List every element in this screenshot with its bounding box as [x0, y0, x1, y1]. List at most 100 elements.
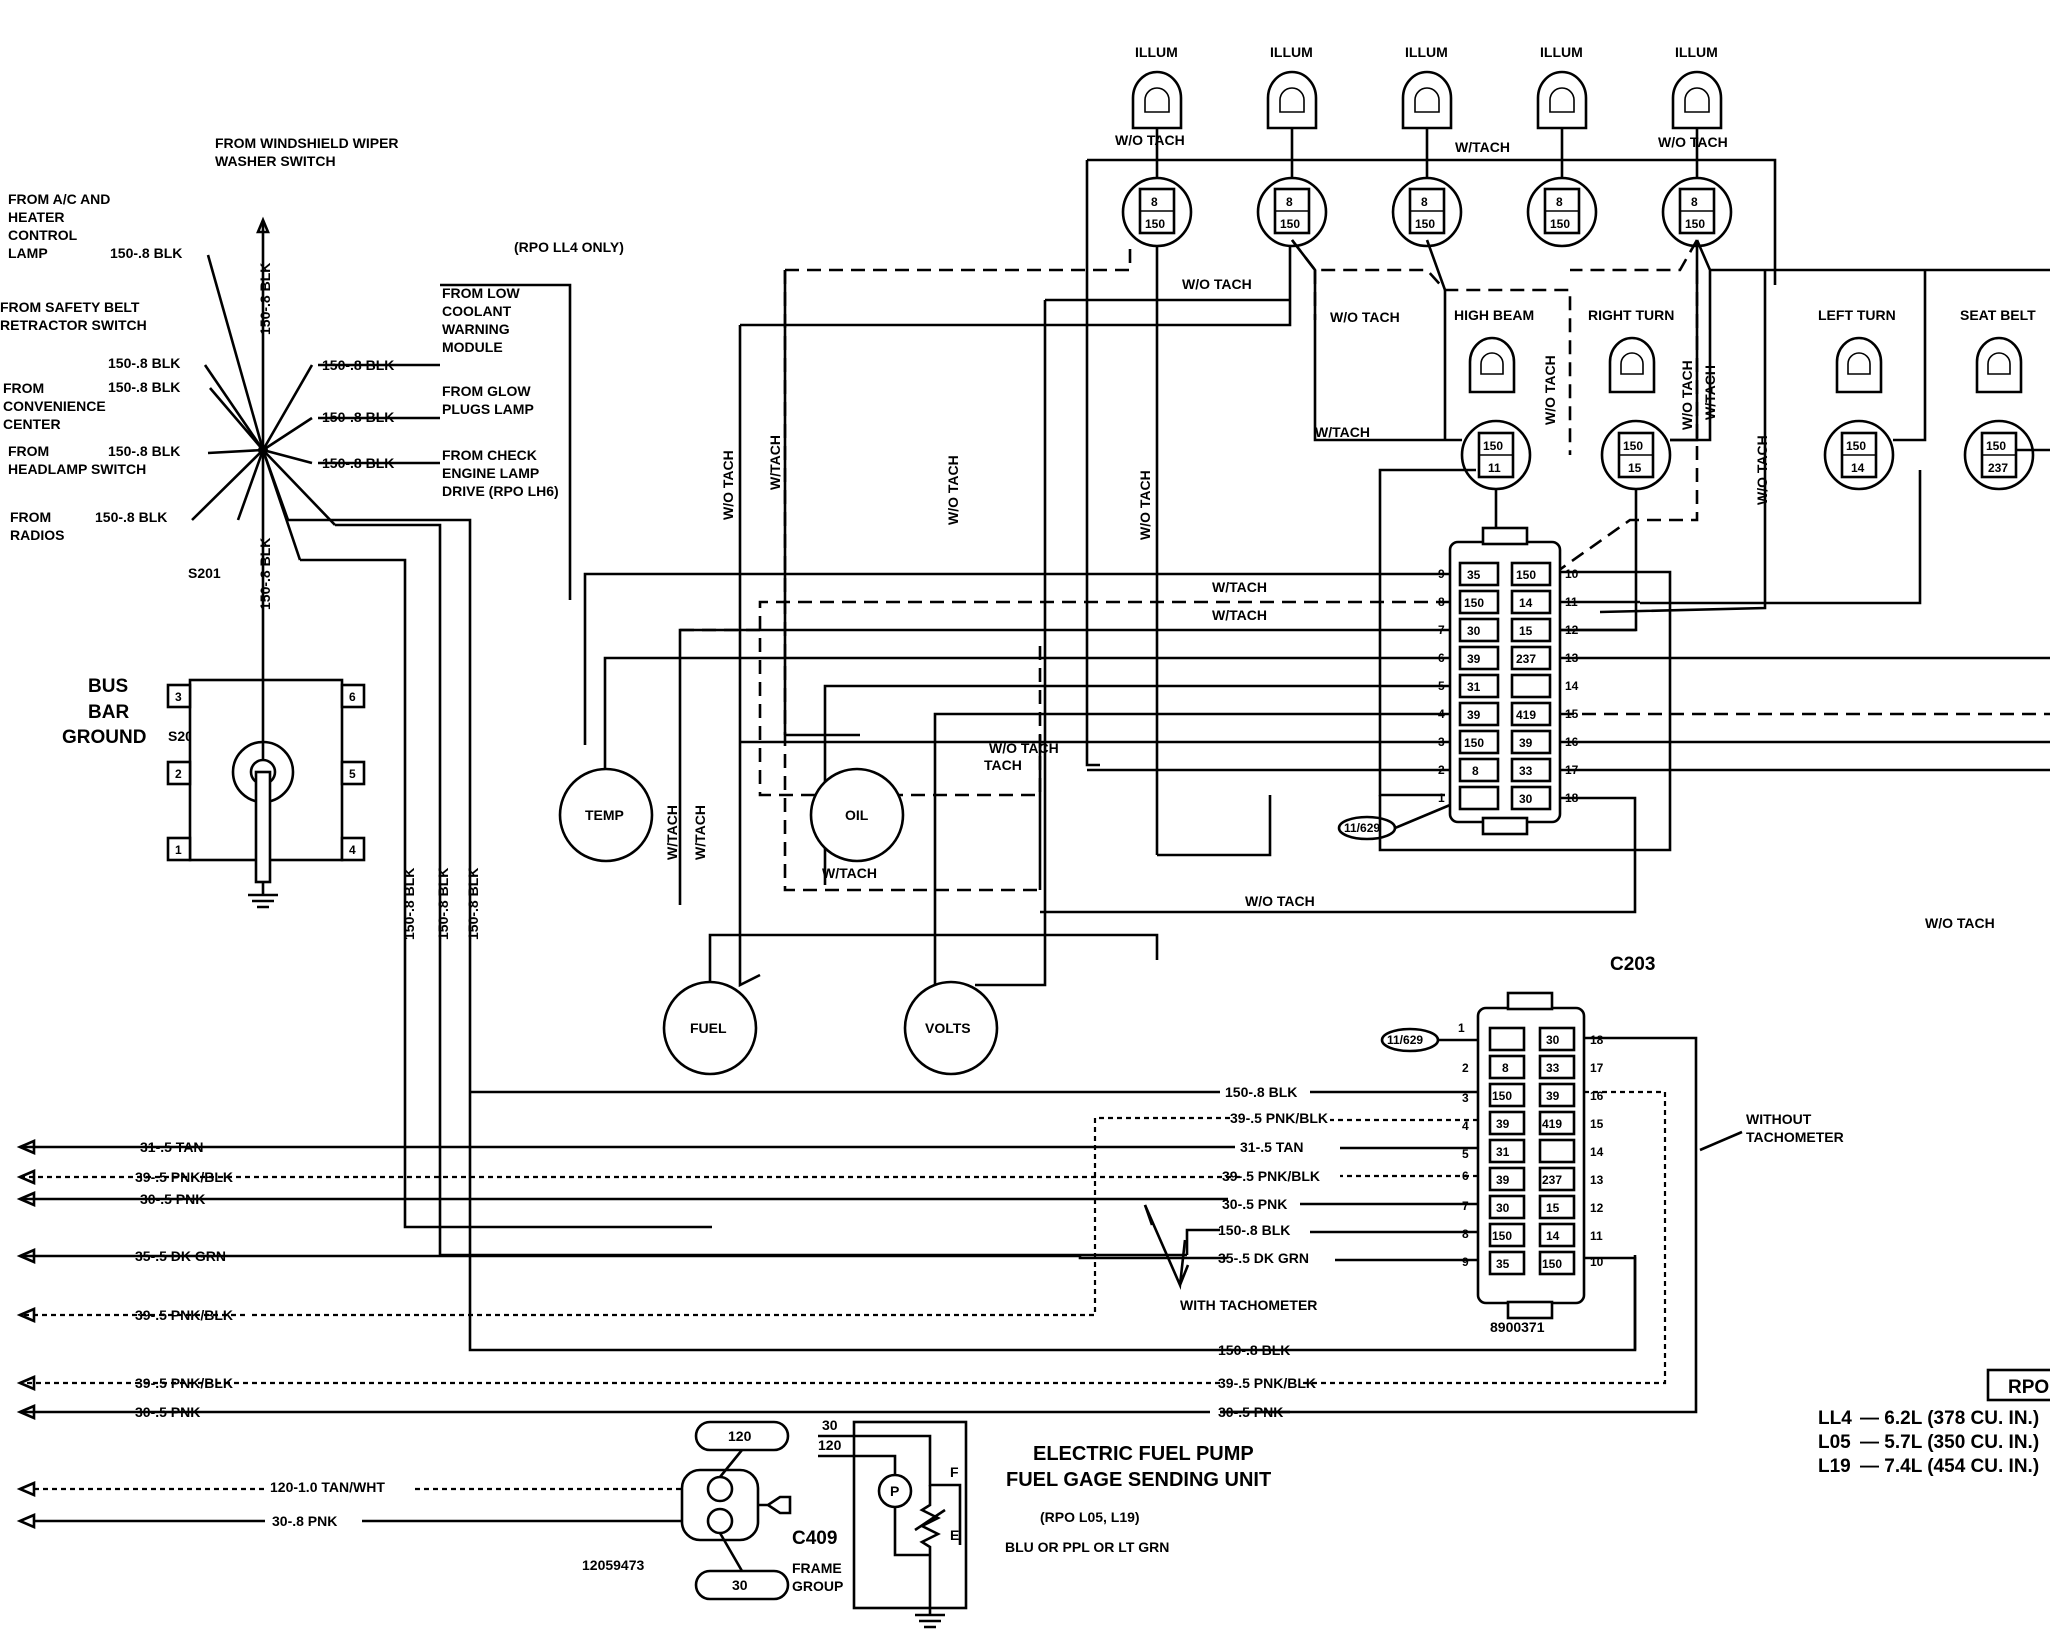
from-conv-label: FROM — [3, 380, 44, 396]
wire-label: 150-.8 BLK — [95, 509, 167, 525]
svg-text:15: 15 — [1546, 1201, 1560, 1215]
splice-s201: FROM WINDSHIELD WIPER WASHER SWITCH FROM… — [0, 135, 1637, 1352]
wo-tach-label: W/O TACH — [1182, 276, 1252, 292]
bulb-icon — [1608, 336, 1656, 394]
conn-11-629: 11/629 — [1344, 821, 1380, 835]
svg-text:7: 7 — [1462, 1199, 1469, 1213]
from-ac-label: HEATER — [8, 209, 65, 225]
from-conv-label: CONVENIENCE — [3, 398, 106, 414]
illum-label-1: ILLUM — [1135, 44, 1178, 60]
fuel-gauge: FUEL — [662, 980, 758, 1076]
wire-label: 39-.5 PNK/BLK — [135, 1307, 233, 1323]
from-check-label: DRIVE (RPO LH6) — [442, 483, 559, 499]
wo-tach-label: W/O TACH — [720, 450, 736, 520]
svg-text:39: 39 — [1546, 1089, 1560, 1103]
from-head-label: FROM — [8, 443, 49, 459]
wo-tach-label: W/O TACH — [989, 740, 1059, 756]
wo-tach-label: W/O TACH — [1679, 360, 1695, 430]
svg-text:150: 150 — [1464, 596, 1484, 610]
wire-label: 150-.8 BLK — [401, 868, 417, 940]
from-coolant-label: FROM LOW — [442, 285, 521, 301]
wire-label: 30-.5 PNK — [140, 1191, 205, 1207]
svg-text:150: 150 — [1415, 217, 1435, 231]
svg-text:3: 3 — [1462, 1091, 1469, 1105]
wire-label: 150-.8 BLK — [108, 379, 180, 395]
svg-text:39: 39 — [1519, 736, 1533, 750]
svg-text:419: 419 — [1516, 708, 1536, 722]
svg-text:8: 8 — [1462, 1227, 1469, 1241]
svg-text:39: 39 — [1467, 652, 1481, 666]
svg-text:15: 15 — [1519, 624, 1533, 638]
high-beam-label: HIGH BEAM — [1454, 307, 1534, 323]
svg-text:31: 31 — [1496, 1145, 1510, 1159]
bulb-icon — [1468, 336, 1516, 394]
pump-motor-label: P — [890, 1483, 899, 1499]
svg-text:35: 35 — [1496, 1257, 1510, 1271]
svg-text:3: 3 — [175, 690, 182, 704]
svg-text:8: 8 — [1472, 764, 1479, 778]
illum-label-4: ILLUM — [1540, 44, 1583, 60]
rpo-legend: RPO LL4 — 6.2L (378 CU. IN.) L05 — 5.7L … — [1818, 1368, 2050, 1477]
illum-label-5: ILLUM — [1675, 44, 1718, 60]
svg-text:8: 8 — [1502, 1061, 1509, 1075]
svg-text:1: 1 — [1438, 791, 1445, 805]
oil-label: OIL — [845, 807, 869, 823]
svg-text:13: 13 — [1590, 1173, 1604, 1187]
svg-text:30: 30 — [1546, 1033, 1560, 1047]
rpo-box-label: RPO — [2008, 1377, 2049, 1398]
svg-text:150: 150 — [1986, 439, 2006, 453]
wire-label: 150-.8 BLK — [465, 868, 481, 940]
rpo-desc: — 6.2L (378 CU. IN.) — [1860, 1408, 2039, 1429]
volts-gauge: VOLTS — [903, 980, 999, 1076]
wo-tach-label: W/O TACH — [1925, 915, 1995, 931]
svg-text:150: 150 — [1464, 736, 1484, 750]
wo-tach-label: W/O TACH — [1754, 435, 1770, 505]
wire-label: 35-.5 DK GRN — [1218, 1250, 1309, 1266]
wire-label: 150-.8 BLK — [1218, 1342, 1290, 1358]
svg-text:150: 150 — [1492, 1089, 1512, 1103]
svg-text:30: 30 — [1467, 624, 1481, 638]
w-tach-label: W/TACH — [1212, 607, 1267, 623]
svg-text:15: 15 — [1628, 461, 1642, 475]
fuel-label: FUEL — [690, 1020, 727, 1036]
svg-text:237: 237 — [1516, 652, 1536, 666]
wire-label: 150-.8 BLK — [257, 263, 273, 335]
wire-label: 31-.5 TAN — [1240, 1139, 1304, 1155]
pin-30-label: 30 — [732, 1577, 748, 1593]
bus-bar-label: BUS — [88, 676, 128, 697]
svg-text:1: 1 — [175, 843, 182, 857]
rpo-code: L05 — [1818, 1432, 1851, 1453]
wire-label: 150-.8 BLK — [1225, 1084, 1297, 1100]
c203-top-connector: 35 150 30 39 31 39 150 8 150 14 15 237 4… — [1337, 526, 1579, 841]
from-wiper-label-2: WASHER SWITCH — [215, 153, 336, 169]
svg-text:8: 8 — [1691, 195, 1698, 209]
wire-label: 150-.8 BLK — [108, 355, 180, 371]
svg-text:150: 150 — [1516, 568, 1536, 582]
w-tach-label: W/TACH — [822, 865, 877, 881]
svg-text:6: 6 — [349, 690, 356, 704]
wo-tach-label: W/O TACH — [945, 455, 961, 525]
wire-label: 30-.8 PNK — [272, 1513, 337, 1529]
frame-group-label: GROUP — [792, 1578, 843, 1594]
wire-label: 31-.5 TAN — [140, 1139, 204, 1155]
frame-group-label: FRAME — [792, 1560, 842, 1576]
bus-bar-ground: BUS BAR GROUND S203 3 2 1 6 5 4 — [62, 640, 366, 909]
seat-belt-label: SEAT BELT — [1960, 307, 2036, 323]
svg-text:35: 35 — [1467, 568, 1481, 582]
from-check-label: ENGINE LAMP — [442, 465, 539, 481]
wire-label: 150-.8 BLK — [1218, 1222, 1290, 1238]
wire-label: 39-.5 PNK/BLK — [1218, 1375, 1316, 1391]
svg-text:14: 14 — [1851, 461, 1865, 475]
part-number-label: 12059473 — [582, 1557, 645, 1573]
rpo-desc: — 7.4L (454 CU. IN.) — [1860, 1456, 2039, 1477]
wire-label: 39-.5 PNK/BLK — [1230, 1110, 1328, 1126]
wire-label: 35-.5 DK GRN — [135, 1248, 226, 1264]
svg-text:150: 150 — [1542, 1257, 1562, 1271]
bus-bar-label: GROUND — [62, 727, 146, 748]
wire-label: 150-.8 BLK — [108, 443, 180, 459]
wire-label: 120-1.0 TAN/WHT — [270, 1479, 385, 1495]
svg-text:8: 8 — [1286, 195, 1293, 209]
left-turn-label: LEFT TURN — [1818, 307, 1896, 323]
